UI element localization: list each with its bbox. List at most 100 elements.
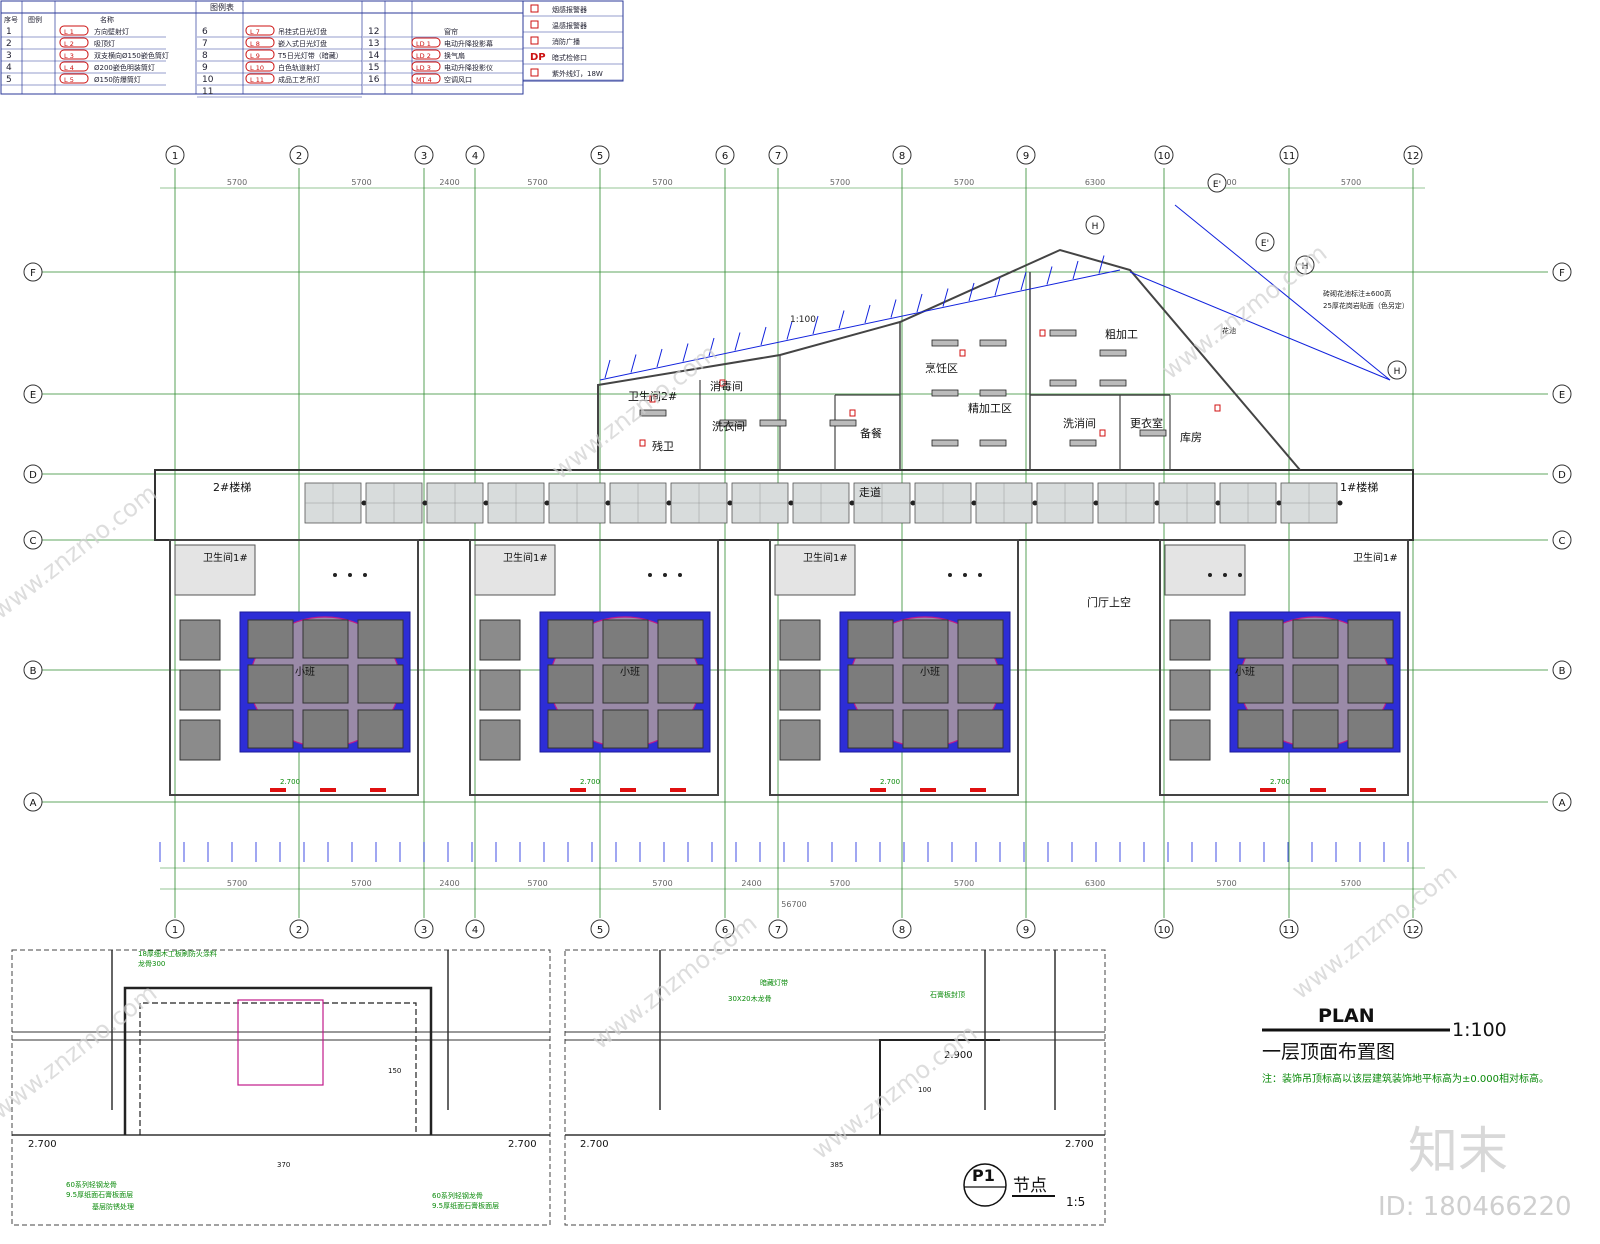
ceiling-panel bbox=[602, 664, 649, 704]
ac-vent bbox=[670, 788, 686, 792]
legend-row-no: 11 bbox=[202, 87, 213, 97]
ceiling-panel bbox=[1237, 619, 1284, 659]
grid-bubble-label: E bbox=[1559, 390, 1565, 401]
dim-top: 5700 bbox=[652, 178, 672, 187]
legend-row-code: MT 4 bbox=[416, 76, 432, 84]
legend-extra-sym: DP bbox=[530, 52, 546, 63]
ceiling-panel bbox=[547, 709, 594, 749]
ceiling-panel bbox=[1169, 719, 1211, 761]
dim-tick bbox=[968, 282, 975, 302]
downlight bbox=[1276, 500, 1282, 506]
grid-bubble-label: B bbox=[30, 666, 37, 677]
room-label-stair2: 2#楼梯 bbox=[213, 480, 251, 494]
ceiling-panel bbox=[302, 709, 349, 749]
ceiling-panel bbox=[357, 619, 404, 659]
note-local-scale: 1:100 bbox=[790, 315, 816, 325]
room-label-toilet1-d: 卫生间1# bbox=[1353, 551, 1398, 564]
smoke-detector-icon bbox=[849, 409, 856, 417]
grid-bubble bbox=[715, 919, 735, 939]
room-label-class-c: 小班 bbox=[920, 666, 940, 678]
room-label-class-a: 小班 bbox=[295, 666, 315, 678]
building-walls bbox=[154, 204, 1414, 796]
dim-bottom: 5700 bbox=[1216, 879, 1236, 888]
corridor-ceiling-tiles bbox=[304, 482, 1343, 524]
legend-code-badge bbox=[59, 49, 89, 60]
diag-bubble-label: H bbox=[1302, 262, 1309, 272]
downlight bbox=[978, 573, 982, 577]
grid-bubble bbox=[23, 660, 43, 680]
ceiling-panel bbox=[479, 619, 521, 661]
grid-bubble-label: 1 bbox=[172, 151, 178, 162]
dim-tick bbox=[1098, 255, 1105, 274]
dim-tick bbox=[864, 304, 871, 324]
ceiling-panel bbox=[357, 709, 404, 749]
room-label-cooking: 烹饪区 bbox=[925, 361, 958, 375]
ceiling-panel bbox=[657, 619, 704, 659]
dim-bottom: 2400 bbox=[741, 879, 761, 888]
fluorescent-panel bbox=[829, 419, 857, 427]
plan-scale: 1:100 bbox=[1452, 1019, 1507, 1041]
ceiling-panel bbox=[247, 709, 294, 749]
room-label-toilet1-a: 卫生间1# bbox=[203, 551, 248, 564]
ceiling-panel bbox=[547, 664, 594, 704]
detail-level: 2.900 bbox=[944, 1050, 973, 1061]
dim-tick bbox=[916, 293, 923, 313]
room-labels: 消毒间 洗衣间 卫生间2# 备餐 烹饪区 精加工区 粗加工 洗消间 更衣室 库房… bbox=[203, 326, 1398, 678]
dim-top: 5700 bbox=[1341, 178, 1361, 187]
grid-bubble bbox=[165, 145, 185, 165]
grid-bubble bbox=[23, 262, 43, 282]
grid-bubble bbox=[23, 792, 43, 812]
room-label-lobby-void: 门厅上空 bbox=[1087, 595, 1131, 609]
dim-tick bbox=[890, 299, 897, 318]
ceiling-panel bbox=[1292, 619, 1339, 659]
fluorescent-panel bbox=[759, 419, 787, 427]
ceiling-panel bbox=[602, 709, 649, 749]
ceiling-panel bbox=[1169, 619, 1211, 661]
grid-bubble bbox=[1552, 792, 1572, 812]
ceiling-panel bbox=[1237, 664, 1284, 704]
grid-bubble bbox=[590, 145, 610, 165]
grid-bubble-label: 6 bbox=[722, 925, 728, 936]
grid-bubble bbox=[23, 464, 43, 484]
legend-row-name: T5日光灯带（暗藏） bbox=[277, 51, 343, 60]
fluorescent-panel bbox=[1099, 379, 1127, 387]
toilet-ceiling bbox=[474, 544, 556, 596]
legend-code-badge bbox=[411, 49, 441, 60]
ceiling-panel bbox=[779, 669, 821, 711]
grid-bubble-label: 4 bbox=[472, 925, 478, 936]
dim-tick bbox=[1020, 271, 1027, 291]
downlight bbox=[727, 500, 733, 506]
downlight bbox=[1337, 500, 1343, 506]
dim-tick bbox=[812, 315, 819, 335]
room-label-laundry: 洗衣间 bbox=[712, 419, 745, 433]
legend-code-badge bbox=[245, 49, 275, 60]
dim-tick bbox=[734, 332, 741, 351]
detail-dim: 100 bbox=[918, 1086, 931, 1094]
grid-bubble bbox=[414, 919, 434, 939]
legend-code-badge bbox=[59, 61, 89, 72]
grid-bubble bbox=[23, 384, 43, 404]
ac-vent bbox=[870, 788, 886, 792]
legend-row-no: 6 bbox=[202, 27, 208, 37]
detail-note: 9.5厚纸面石膏板面层 bbox=[66, 1190, 133, 1199]
detail-note: 基层防锈处理 bbox=[92, 1202, 134, 1211]
grid-bubble-label: A bbox=[30, 798, 37, 809]
grid-bubble bbox=[1154, 145, 1174, 165]
diag-bubble-label: H bbox=[1092, 222, 1099, 232]
legend-row-no: 3 bbox=[6, 51, 12, 61]
ceiling-panel bbox=[302, 619, 349, 659]
ceiling-panel bbox=[957, 619, 1004, 659]
dim-top: 5700 bbox=[227, 178, 247, 187]
downlight bbox=[361, 500, 367, 506]
fluorescent-panel bbox=[979, 339, 1007, 347]
ceiling-panel bbox=[1169, 669, 1211, 711]
grid-bubble bbox=[1279, 919, 1299, 939]
downlight bbox=[963, 573, 967, 577]
ceiling-panel bbox=[247, 619, 294, 659]
ceiling-panel bbox=[357, 664, 404, 704]
legend-row-code: LD 3 bbox=[416, 64, 431, 72]
legend-row-code: LD 2 bbox=[416, 52, 431, 60]
